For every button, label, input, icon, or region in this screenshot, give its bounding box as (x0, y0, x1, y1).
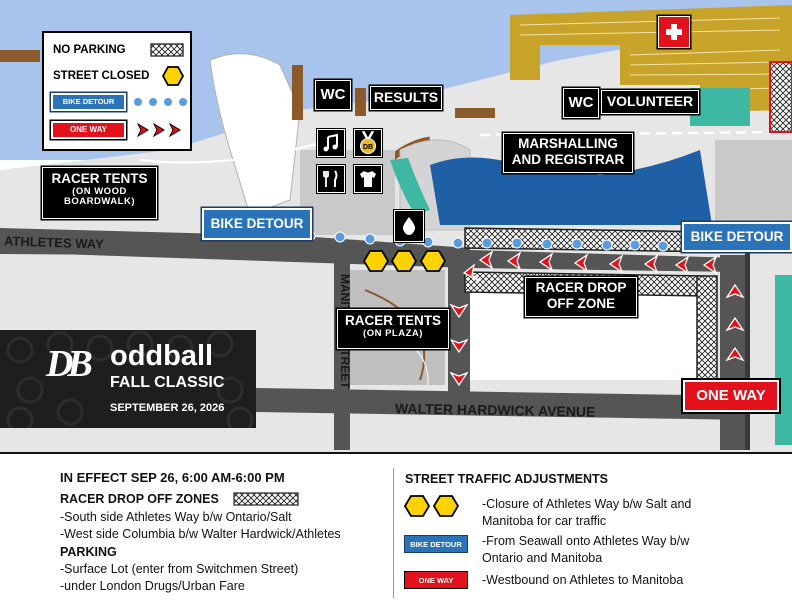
traffic-heading: STREET TRAFFIC ADJUSTMENTS (405, 472, 609, 486)
hatch-corner (769, 61, 792, 133)
tshirt-icon (354, 165, 382, 193)
road-edge-right (745, 250, 750, 450)
walter-hardwick-road (256, 388, 750, 420)
marshalling-label: MARSHALLING AND REGISTRAR (503, 133, 633, 173)
racer-drop-line2: OFF ZONE (546, 295, 616, 311)
seawall-line (139, 139, 331, 164)
racer-tents-wood-sub2: BOARDWALK) (64, 196, 135, 208)
brown-strip-2 (292, 65, 303, 120)
racer-tents-plaza-label: RACER TENTS (ON PLAZA) (337, 309, 449, 349)
racer-tents-plaza-sub: (ON PLAZA) (363, 327, 423, 339)
effect-heading: IN EFFECT SEP 26, 6:00 AM-6:00 PM (60, 470, 285, 485)
legend-no-parking-swatch (150, 43, 184, 57)
gold-building (510, 5, 792, 112)
one-way-chevrons-north (725, 283, 745, 362)
water-drop-icon (394, 210, 424, 242)
brand-event: FALL CLASSIC (110, 374, 225, 391)
detour-line-1: -From Seawall onto Athletes Way b/w (482, 534, 690, 548)
dropoff-heading: RACER DROP OFF ZONES (60, 492, 219, 506)
racer-drop-label: RACER DROP OFF ZONE (525, 277, 637, 317)
brand-pattern (6, 330, 254, 428)
legend-bike-detour-badge: BIKE DETOUR (51, 93, 126, 111)
marshalling-line2: AND REGISTRAR (511, 151, 625, 167)
legend-street-closed-hex (162, 66, 184, 86)
gold-building-lines (519, 17, 781, 91)
legend-no-parking-label: NO PARKING (53, 44, 126, 56)
wc-label-2: WC (563, 88, 599, 118)
oneway-line-1: -Westbound on Athletes to Manitoba (482, 573, 684, 587)
marshalling-line1: MARSHALLING (518, 136, 618, 151)
wc-label-1: WC (315, 80, 351, 110)
brown-strip-1 (0, 50, 40, 62)
dropoff-line-1: -South side Athletes Way b/w Ontario/Sal… (60, 510, 292, 524)
one-way-chevrons-west (462, 250, 718, 282)
racer-tents-wood-sub1: (ON WOOD (72, 185, 127, 197)
athletes-way-road-left (0, 228, 470, 268)
building-east (715, 140, 792, 225)
shore-white (209, 53, 301, 216)
blue-roof-marshalling (430, 150, 712, 225)
oddball-brand-block: DB oddball FALL CLASSIC SEPTEMBER 26, 20… (0, 330, 256, 428)
racer-tents-plaza-title: RACER TENTS (344, 313, 441, 328)
one-way-chevrons-south (449, 303, 469, 387)
bike-detour-dots (304, 230, 669, 252)
results-label: RESULTS (370, 86, 442, 110)
dropoff-zone-columbia (696, 275, 718, 382)
medal-text: DB (363, 144, 373, 151)
event-map: ATHLETES WAY MANITOBA STREET WALTER HARD… (0, 0, 792, 452)
music-note-icon (317, 129, 345, 157)
brand-name: oddball (110, 340, 214, 372)
legend-bike-detour-dots (134, 98, 187, 106)
closure-hex-icons (404, 495, 460, 517)
parking-heading: PARKING (60, 545, 117, 559)
brand-mark-logo: DB (46, 343, 93, 385)
dropoff-zone-athletes (464, 227, 721, 253)
closure-line-2: Manitoba for car traffic (482, 514, 607, 528)
racer-tents-wood-title: RACER TENTS (51, 171, 148, 186)
closure-line-1: -Closure of Athletes Way b/w Salt and (482, 497, 692, 511)
first-aid-icon (658, 16, 690, 48)
detour-badge: BIKE DETOUR (404, 535, 468, 553)
bike-detour-label-left: BIKE DETOUR (202, 208, 312, 240)
fork-knife-icon (317, 165, 345, 193)
legend-one-way-badge: ONE WAY (51, 121, 126, 139)
one-way-label: ONE WAY (683, 380, 779, 412)
street-closed-hexes (362, 250, 447, 272)
teal-block-right (775, 275, 792, 445)
parking-line-1: -Surface Lot (enter from Switchmen Stree… (60, 562, 299, 576)
legend-street-closed-label: STREET CLOSED (53, 70, 150, 82)
dropoff-line-2: -West side Columbia b/w Walter Hardwick/… (60, 527, 341, 541)
volunteer-label: VOLUNTEER (601, 90, 699, 114)
racer-tents-wood-label: RACER TENTS (ON WOOD BOARDWALK) (42, 167, 157, 219)
parking-line-2: -under London Drugs/Urban Fare (60, 579, 245, 593)
teal-block-top (690, 88, 750, 126)
oneway-badge: ONE WAY (404, 571, 468, 589)
detour-line-2: Ontario and Manitoba (482, 551, 603, 565)
medal-icon: DB (354, 129, 382, 157)
teal-roof (390, 158, 430, 215)
panel-divider (393, 468, 394, 598)
racer-drop-line1: RACER DROP (535, 280, 627, 295)
legend-one-way-chevrons (136, 122, 181, 138)
bike-detour-label-right: BIKE DETOUR (682, 222, 792, 252)
brand-date: SEPTEMBER 26, 2026 (110, 402, 225, 414)
map-legend: NO PARKING STREET CLOSED BIKE DETOUR ONE… (42, 31, 192, 151)
info-panel: IN EFFECT SEP 26, 6:00 AM-6:00 PM RACER … (0, 452, 792, 612)
brown-strip-4 (455, 108, 495, 118)
dropoff-hatch-swatch (233, 492, 299, 506)
brown-strip-3 (355, 88, 366, 116)
